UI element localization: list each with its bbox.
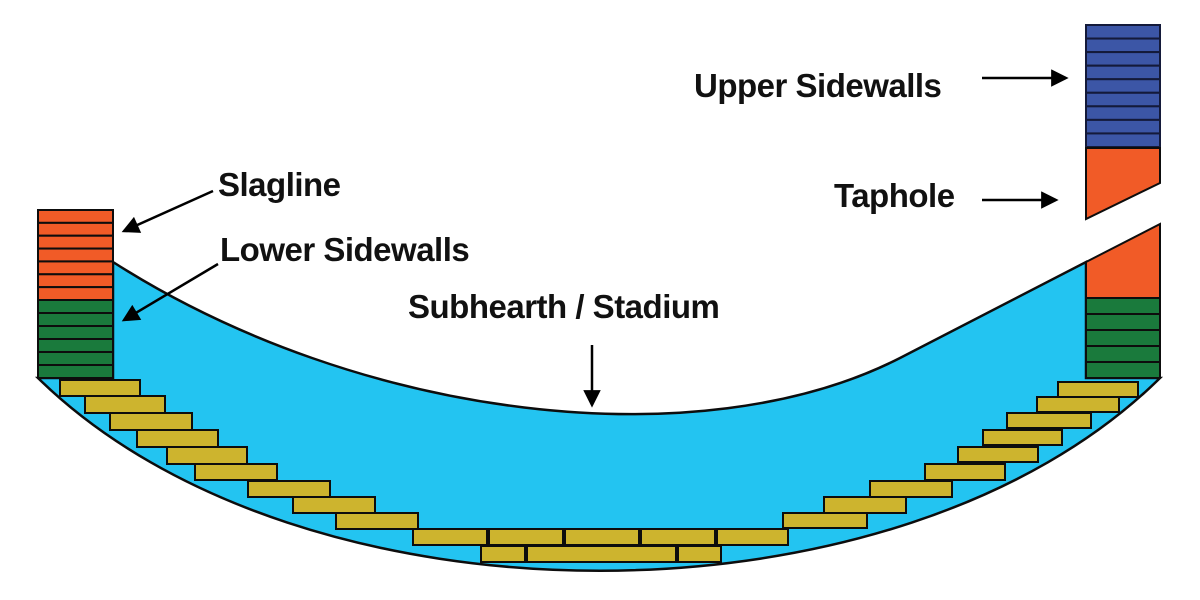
upper-sidewall-brick: [1085, 132, 1161, 149]
lower-sidewall-brick: [37, 312, 114, 327]
subhearth-brick: [640, 528, 716, 546]
subhearth-brick: [564, 528, 640, 546]
upper-sidewall-brick-stack: [1085, 24, 1161, 149]
lower-sidewall-brick: [37, 351, 114, 366]
subhearth-brick: [166, 446, 248, 465]
slagline-block-right: [1085, 222, 1161, 299]
subhearth-brick: [59, 379, 141, 397]
slagline-brick: [37, 221, 114, 237]
lower-sidewall-brick: [37, 299, 114, 314]
subhearth-brick: [292, 496, 376, 514]
subhearth-brick: [982, 429, 1063, 446]
subhearth-brick: [1006, 412, 1092, 429]
lower-sidewall-brick: [37, 364, 114, 379]
taphole-block: [1085, 147, 1161, 221]
upper-sidewall-brick: [1085, 51, 1161, 67]
subhearth-brick: [526, 545, 677, 563]
subhearth-brick: [480, 545, 526, 563]
subhearth-brick: [247, 480, 331, 498]
subhearth-brick: [957, 446, 1039, 463]
subhearth-brick: [412, 528, 488, 546]
slagline-brick: [37, 260, 114, 276]
upper-sidewall-brick: [1085, 118, 1161, 135]
subhearth-brick: [194, 463, 278, 481]
subhearth-brick: [109, 412, 193, 431]
lower-sidewalls-arrow: [121, 262, 219, 322]
subhearth-brick: [869, 480, 953, 498]
slagline-arrow: [121, 189, 214, 233]
subhearth-brick: [488, 528, 564, 546]
subhearth-brick: [924, 463, 1006, 481]
upper-sidewall-brick: [1085, 64, 1161, 81]
subhearth-brick: [335, 512, 419, 530]
subhearth-label: Subhearth / Stadium: [408, 288, 719, 325]
subhearth-brick: [84, 395, 166, 414]
slagline-brick: [37, 273, 114, 289]
upper-sidewall-brick: [1085, 105, 1161, 121]
lower-sidewall-brick: [1085, 313, 1161, 331]
slagline-brick: [37, 234, 114, 250]
slagline-brick: [37, 286, 114, 302]
slagline-brick: [37, 247, 114, 263]
subhearth-brick: [1057, 381, 1139, 398]
subhearth-brick: [677, 545, 722, 563]
upper-sidewall-brick: [1085, 91, 1161, 108]
lower-sidewall-brick: [1085, 297, 1161, 315]
taphole-label: Taphole: [834, 177, 955, 214]
lower-sidewall-brick-stack-right: [1085, 297, 1161, 379]
subhearth-brick: [782, 512, 868, 529]
lower-sidewall-brick: [1085, 345, 1161, 363]
upper-sidewall-brick: [1085, 37, 1161, 54]
lower-sidewall-brick: [37, 325, 114, 340]
lower-sidewall-brick: [37, 338, 114, 353]
upper-sidewalls-label: Upper Sidewalls: [694, 67, 941, 104]
subhearth-brick: [716, 528, 789, 546]
slagline-brick: [37, 209, 114, 224]
subhearth-brick: [823, 496, 907, 514]
slagline-label: Slagline: [218, 166, 341, 203]
subhearth-brick: [1036, 396, 1120, 413]
lower-sidewall-brick: [1085, 361, 1161, 379]
upper-sidewall-brick: [1085, 24, 1161, 40]
lower-sidewall-brick-stack-left: [37, 299, 114, 379]
slagline-brick-stack: [37, 209, 114, 302]
lower-sidewall-brick: [1085, 329, 1161, 347]
upper-sidewall-brick: [1085, 78, 1161, 94]
lower-sidewalls-label: Lower Sidewalls: [220, 231, 469, 268]
subhearth-stadium-bricks: [59, 379, 1139, 563]
subhearth-brick: [136, 429, 219, 448]
